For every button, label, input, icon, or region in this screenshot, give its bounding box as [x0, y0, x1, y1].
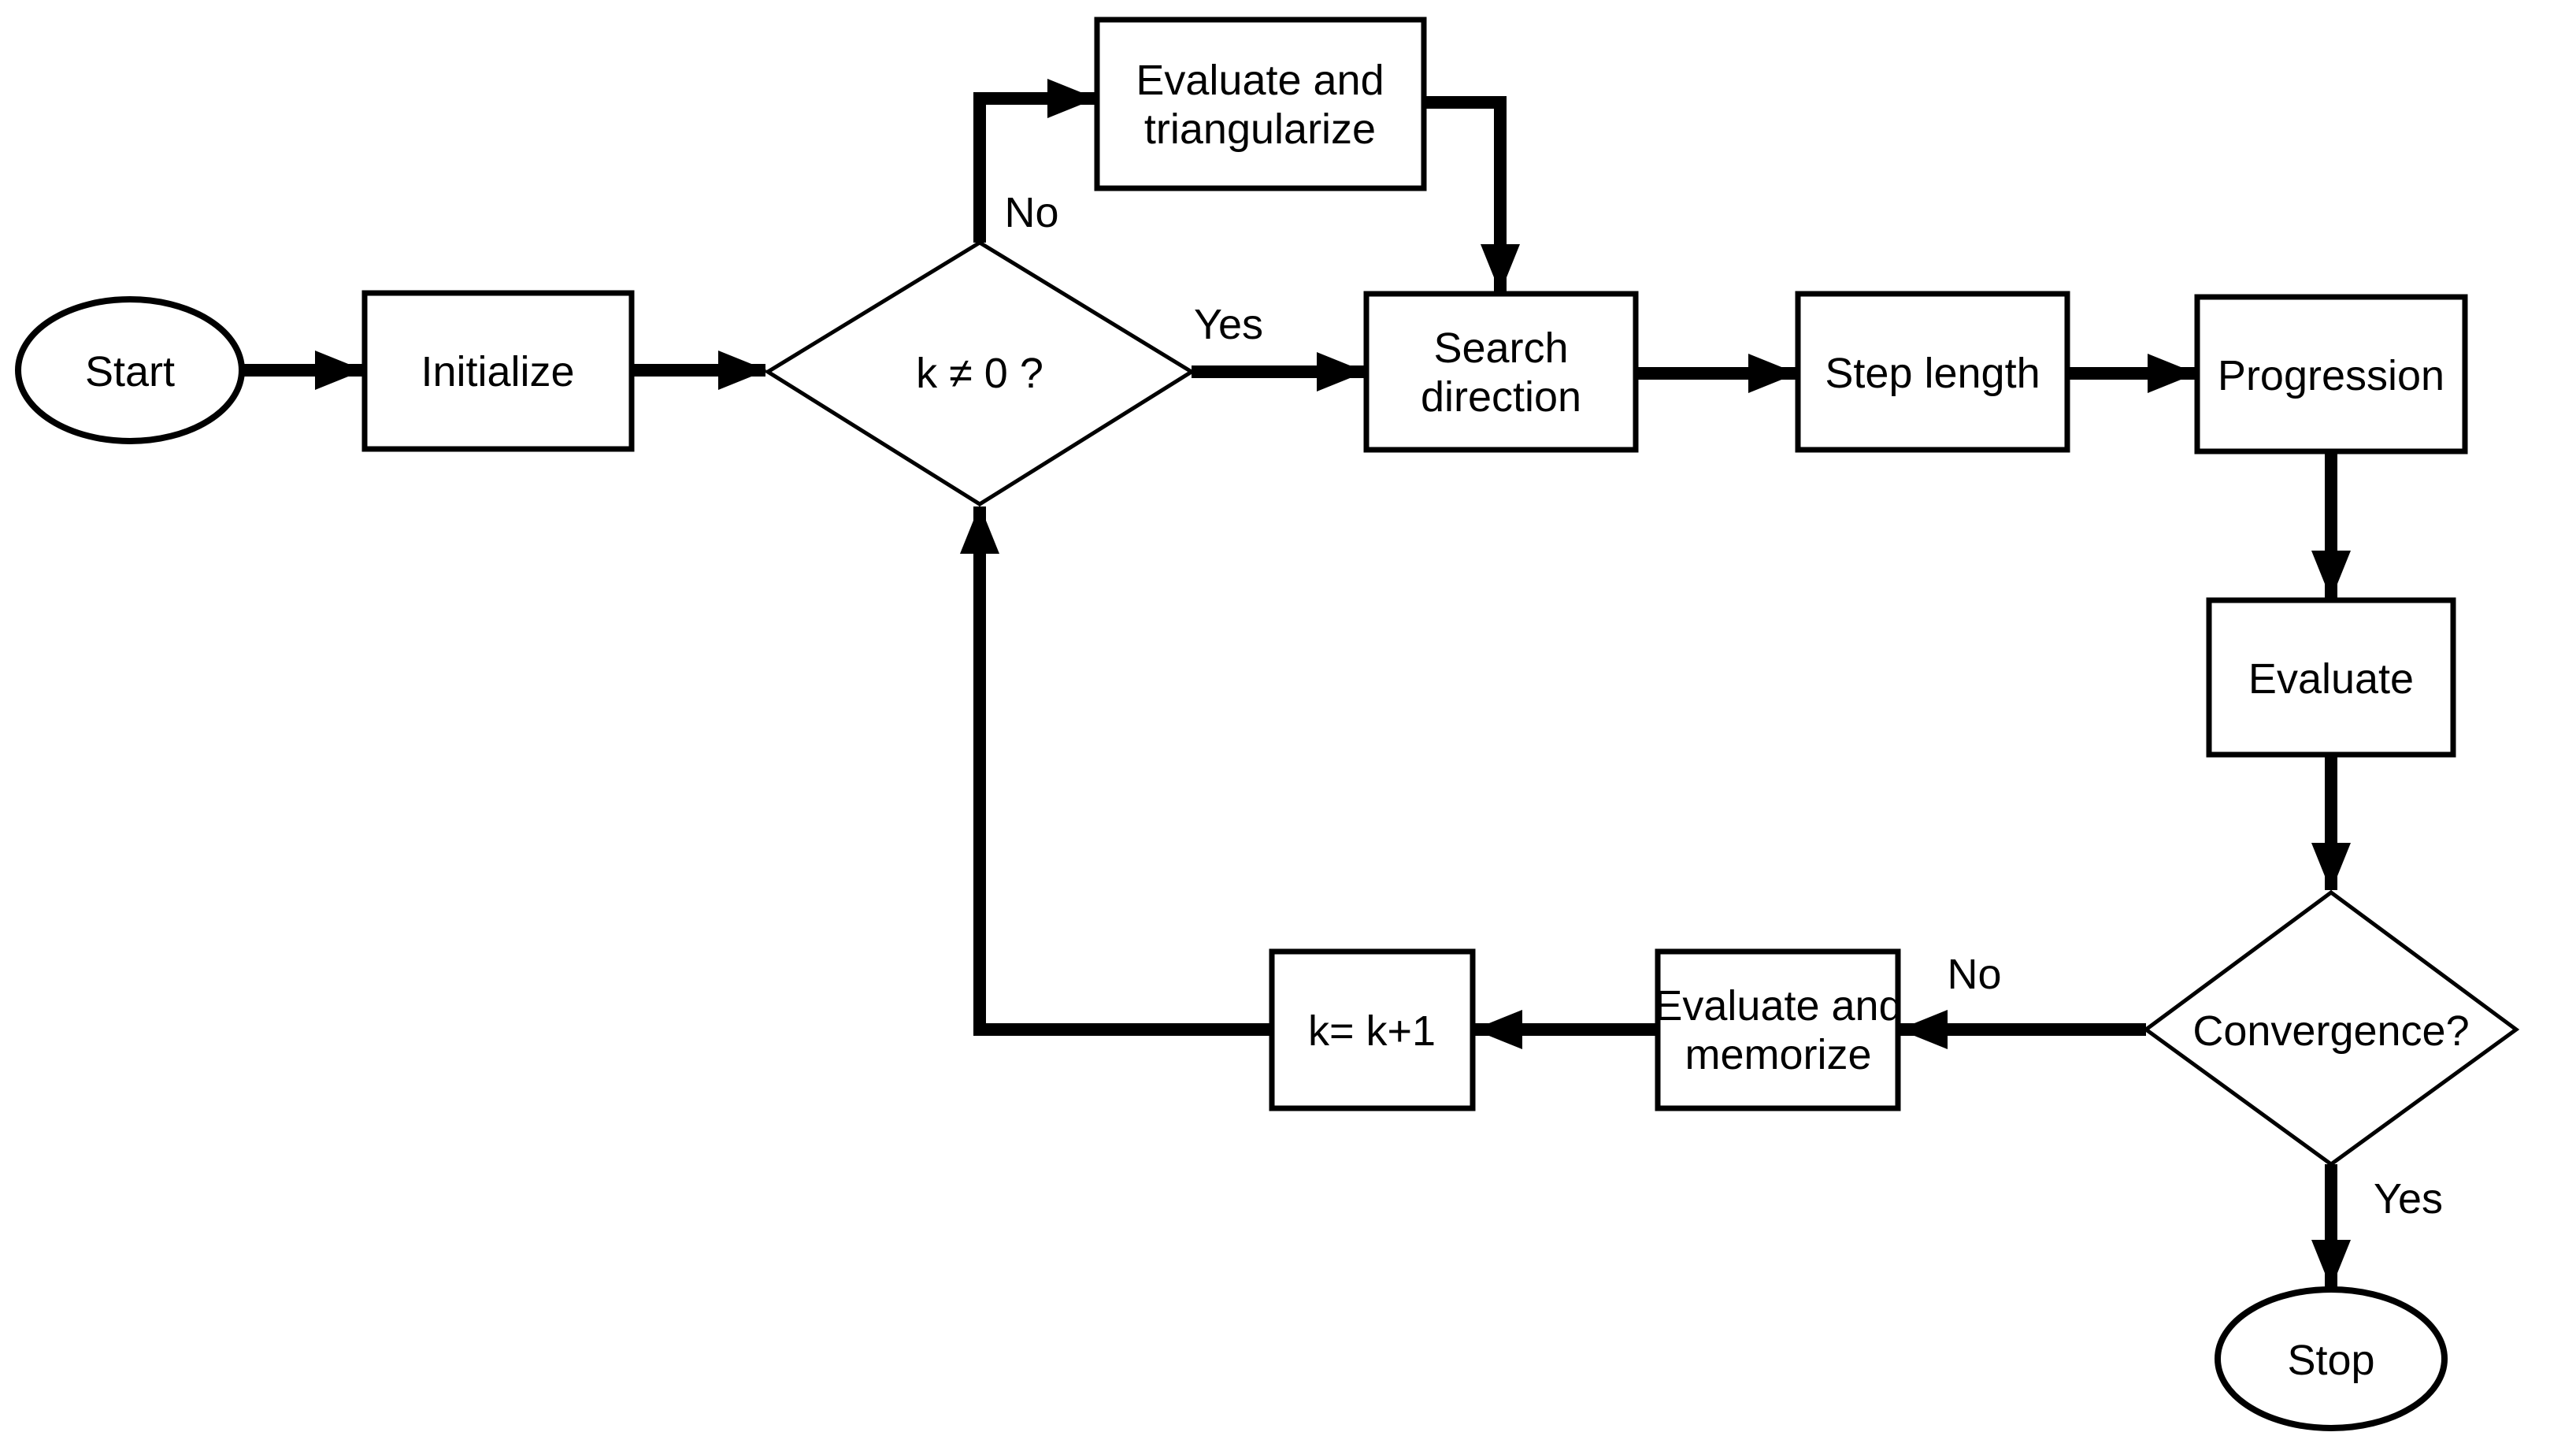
progression-label: Progression — [2218, 352, 2444, 399]
node-evaluate-triangularize: Evaluate and triangularize — [1094, 17, 1427, 191]
evaluate-triangularize-label-line1: Evaluate and — [1136, 57, 1384, 104]
arrow-loop-back-to-k-decision — [960, 505, 1272, 1036]
evaluate-memorize-label-line1: Evaluate and — [1654, 982, 1902, 1030]
k-increment-rect — [1269, 948, 1476, 1111]
initialize-rect — [361, 290, 635, 452]
k-increment-label: k= k+1 — [1308, 1007, 1436, 1055]
progression-rect — [2194, 294, 2468, 455]
search-direction-rect — [1363, 291, 1639, 453]
start-label: Start — [85, 348, 175, 395]
start-ellipse — [15, 296, 245, 444]
arrow-triangularize-to-search-direction — [1424, 96, 1520, 293]
node-step-length: Step length — [1795, 291, 2070, 453]
k-decision-yes-label: Yes — [1194, 301, 1263, 348]
convergence-label: Convergence? — [2192, 1007, 2469, 1055]
search-direction-label-line1: Search — [1433, 325, 1568, 372]
node-initialize: Initialize — [361, 290, 635, 452]
node-stop: Stop — [2215, 1286, 2448, 1431]
convergence-diamond — [2142, 889, 2520, 1167]
node-k-decision: k ≠ 0 ? — [764, 240, 1195, 506]
arrow-k-decision-no — [973, 79, 1096, 243]
node-search-direction: Search direction — [1363, 291, 1639, 453]
step-length-label: Step length — [1825, 350, 2040, 397]
k-decision-diamond — [764, 240, 1195, 506]
evaluate-triangularize-rect — [1094, 17, 1427, 191]
stop-label: Stop — [2287, 1337, 2374, 1384]
node-evaluate: Evaluate — [2206, 597, 2456, 758]
node-convergence: Convergence? — [2142, 889, 2520, 1167]
node-k-increment: k= k+1 — [1269, 948, 1476, 1111]
evaluate-label: Evaluate — [2248, 655, 2414, 703]
convergence-yes-label: Yes — [2374, 1175, 2443, 1223]
convergence-no-label: No — [1947, 951, 2001, 998]
step-length-rect — [1795, 291, 2070, 453]
evaluate-triangularize-label-line2: triangularize — [1144, 106, 1376, 153]
evaluate-rect — [2206, 597, 2456, 758]
node-evaluate-memorize: Evaluate and memorize — [1654, 948, 1903, 1111]
search-direction-label-line2: direction — [1421, 373, 1581, 421]
evaluate-memorize-label-line2: memorize — [1685, 1031, 1871, 1078]
evaluate-memorize-rect — [1655, 948, 1901, 1111]
node-progression: Progression — [2194, 294, 2468, 455]
stop-ellipse — [2215, 1286, 2448, 1431]
k-decision-no-label: No — [1004, 189, 1058, 236]
initialize-label: Initialize — [421, 348, 574, 395]
node-start: Start — [15, 296, 245, 444]
k-decision-label: k ≠ 0 ? — [916, 350, 1043, 397]
